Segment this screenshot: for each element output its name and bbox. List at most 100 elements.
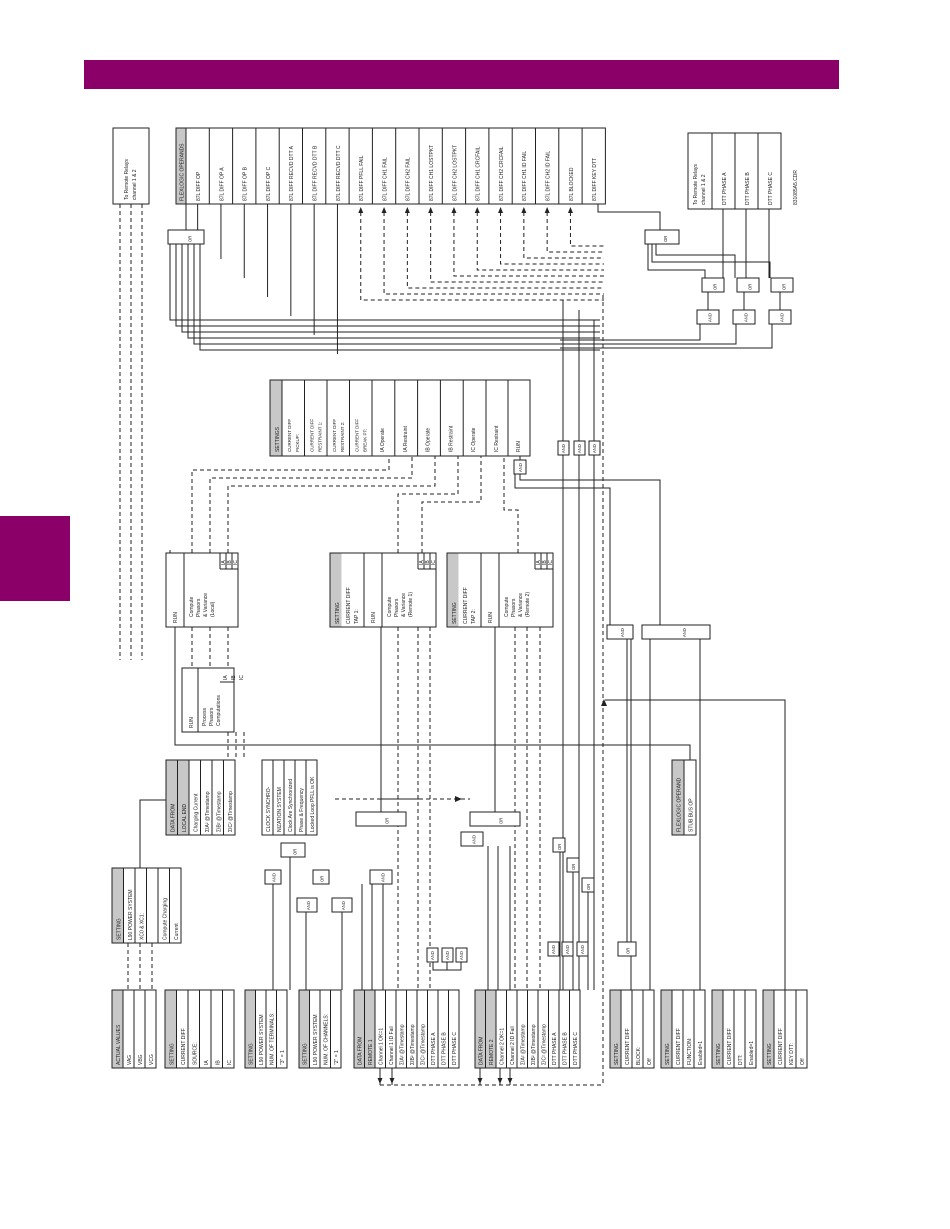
or-gate-dttc-body xyxy=(581,877,595,893)
operand-1: 87L DIFF OP A xyxy=(219,167,225,201)
and-gate-r2-label: AND xyxy=(471,835,476,844)
and-gate-r2a: AND xyxy=(547,941,560,957)
and-gate-run: AND xyxy=(513,459,527,475)
local-phasors-label-0: Compute xyxy=(189,596,195,617)
and-gate-opb: AND xyxy=(573,440,586,456)
and-gate-rb-label: AND xyxy=(445,951,450,960)
data-remote2-block-header-bg xyxy=(475,990,485,1068)
chapter-tab xyxy=(0,516,70,601)
and-gate-function: AND xyxy=(641,624,711,640)
process-frame xyxy=(181,667,235,733)
data-remote1-block-text: Channel 1 ID Fail xyxy=(389,1026,395,1065)
wire xyxy=(546,212,604,253)
data-remote1-block-header-bg xyxy=(365,990,375,1068)
setting-function-block-text: CURRENT DIFF xyxy=(676,1028,682,1065)
data-local-block-text: ΣIB² @Timestamp xyxy=(216,791,222,832)
or-gate-b-body xyxy=(736,277,760,293)
and-gate-r2c-body xyxy=(576,941,589,957)
setting-source-block-text: SETTING xyxy=(169,1043,175,1065)
pickup-item-2-b: RESTRAINT 2: xyxy=(340,422,345,452)
local-phasors-port-1: IB xyxy=(227,560,233,565)
setting-dtt-block-header-bg xyxy=(712,990,723,1068)
and-gate-rc: AND xyxy=(455,947,468,963)
pickup-op-5: IC Restraint xyxy=(494,425,500,452)
and-gate-r2b-body xyxy=(561,941,574,957)
remote1-phasors-setting-a: CURRENT DIFF xyxy=(346,587,352,624)
setting-channels-block-text: L90 POWER SYSTEM xyxy=(313,1014,319,1065)
setting-channels-block-text: NUM. OF CHANNELS: xyxy=(324,1014,330,1065)
dtt-out-2: DTT PHASE C xyxy=(768,172,774,205)
wire xyxy=(169,244,600,321)
and-gate-opc: AND xyxy=(588,440,601,456)
data-remote2-block-text: DTT PHASE B xyxy=(563,1032,569,1065)
pickup-op-1: IA Restraint xyxy=(403,426,409,452)
operands-header-bg xyxy=(176,128,186,204)
arrow-head xyxy=(498,207,504,213)
or-gate-r2-label: OR xyxy=(499,818,504,824)
and-gate-a: AND xyxy=(696,309,720,325)
data-local-block-text: DATA FROM xyxy=(170,804,176,832)
and-gate-r1-body xyxy=(369,869,393,885)
and-gate-c-label: AND xyxy=(779,313,784,322)
setting-source-block-text: SOURCE: xyxy=(192,1042,198,1065)
setting-source-block-text: IA xyxy=(204,1060,210,1065)
wire xyxy=(181,244,600,333)
wire xyxy=(421,456,482,553)
pickup-op-4: IC Operate xyxy=(471,427,477,452)
process-run: RUN xyxy=(189,717,195,728)
or-gate-c-body xyxy=(770,277,794,293)
setting-l90-kc-block-header-bg xyxy=(112,868,123,943)
and-gate-sync-label: AND xyxy=(271,873,276,882)
and-gate-r1-label: AND xyxy=(380,873,385,882)
or-gate-mid-label: OR xyxy=(319,876,324,882)
and-gate-ra-label: AND xyxy=(430,951,435,960)
wire xyxy=(227,456,436,553)
or-gate-dtt: OR xyxy=(644,229,680,245)
or-gate-dtta-label: OR xyxy=(557,844,562,850)
data-remote1-block-text: ΣIB² @Timestamp xyxy=(410,1024,416,1065)
arrow-head xyxy=(389,1078,395,1084)
and-gate-a-body xyxy=(696,309,720,325)
clock-sync-block-frame xyxy=(261,759,318,836)
clock-sync-block-text: NIZATION SYSTEM xyxy=(277,787,283,832)
clock-sync-block-text: Clock Are Synchronized xyxy=(288,779,294,832)
setting-key-dtt-block-header-bg xyxy=(763,990,774,1068)
pickup-item-3-b: BREAK PT: xyxy=(363,429,368,452)
process-port-2: IC xyxy=(239,675,245,680)
wire xyxy=(199,244,600,351)
and-gate-opb-label: AND xyxy=(577,444,582,453)
and-gate-rc-body xyxy=(455,947,468,963)
pickup-op-3: IB Restraint xyxy=(448,425,454,452)
remote2-phasors-setting-b: TAP 2: xyxy=(471,609,477,624)
data-remote2-block-text: Channel 2 OK=1 xyxy=(500,1028,506,1065)
remote1-phasors-port-2: IC xyxy=(431,560,437,565)
setting-terminals-block-text: SETTING xyxy=(249,1043,255,1065)
or-gate-sync: OR xyxy=(280,842,306,858)
wire xyxy=(174,627,691,760)
and-gate-sync-body xyxy=(264,869,282,885)
pickup-header: SETTINGS xyxy=(275,426,281,452)
and-gate-opa: AND xyxy=(557,440,570,456)
local-phasors-label-3: (Local) xyxy=(210,601,216,617)
and-gate-block-label: AND xyxy=(620,628,625,637)
diagram-id: 831085A5.CDR xyxy=(793,170,799,205)
remote1-phasors-port-0: IA xyxy=(419,560,425,565)
remote2-phasors-port-0: IA xyxy=(536,560,542,565)
and-gate-opc-body xyxy=(588,440,601,456)
remote1-phasors-header-bg xyxy=(330,553,342,627)
operand-7: 87L DIFF PFLL FAIL xyxy=(359,155,365,201)
and-gate-run-body xyxy=(513,459,527,475)
setting-function-block-text: SETTING xyxy=(665,1043,671,1065)
remote1-phasors-header: SETTING xyxy=(335,602,341,624)
wire xyxy=(175,244,600,327)
remote2-phasors-label-3: (Remote 2) xyxy=(525,592,531,617)
or-gate-dttb-label: OR xyxy=(571,864,576,870)
or-gate-dttb-body xyxy=(566,857,580,873)
arrow-head xyxy=(428,207,434,213)
